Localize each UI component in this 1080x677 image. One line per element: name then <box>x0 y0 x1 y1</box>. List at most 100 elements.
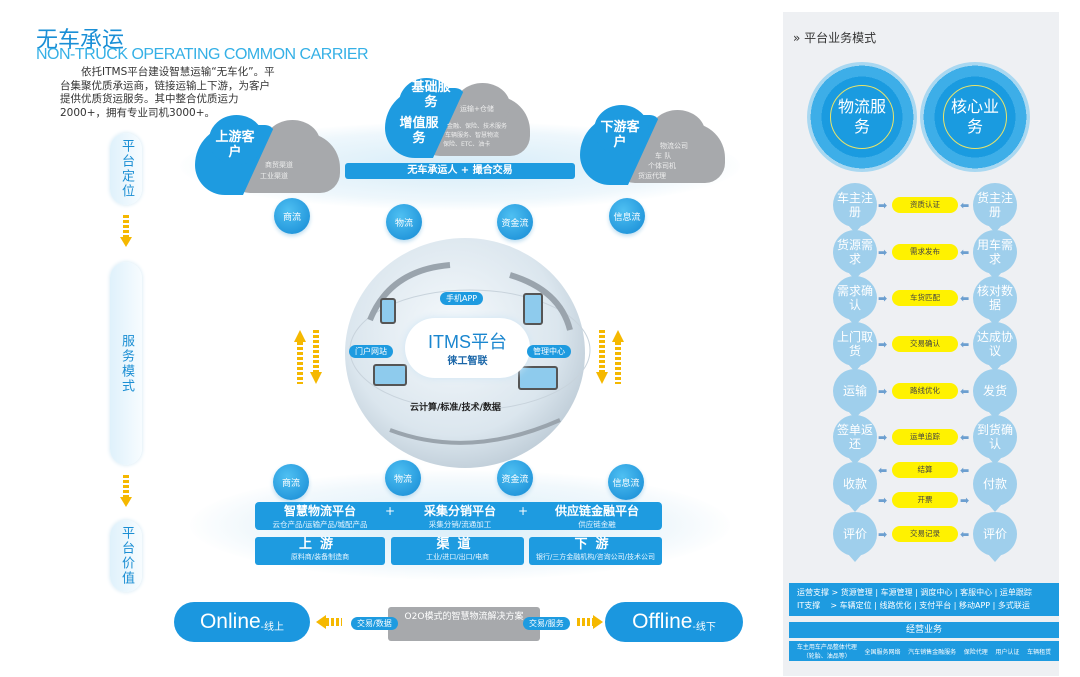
online-cn: -线上 <box>260 621 285 633</box>
flow-node-left: 车主注册 <box>833 183 877 233</box>
support-ops: 运营支撑 > 货源管理 | 车源管理 | 调度中心 | 客服中心 | 运单跟踪 <box>797 588 1032 597</box>
globe-footer: 云计算/标准/技术/数据 <box>410 403 501 413</box>
segment-title: 渠道 <box>436 537 479 552</box>
arrow-icon: ⬅ <box>960 528 970 541</box>
orbit-arrows-icon <box>349 262 591 445</box>
panel-title-text: 平台业务模式 <box>804 31 877 45</box>
segment-sub: 银行/三方金融机构/咨询公司/技术公司 <box>535 553 656 561</box>
business-item: 车主用车产品整体代理（轮胎、油品等） <box>796 644 857 660</box>
page-subtitle: NON-TRUCK OPERATING COMMON CARRIER <box>36 46 369 63</box>
arrow-icon: ➡ <box>878 385 888 398</box>
tag-portal: 门户网站 <box>349 345 393 358</box>
flow-step-pill: 车货匹配 <box>892 290 958 306</box>
arrow-icon: ➡ <box>878 494 888 507</box>
business-title: 经营业务 <box>789 622 1059 638</box>
business-row: 车主用车产品整体代理（轮胎、油品等） 全国服务网络 汽车销售金融服务 保险代理 … <box>789 641 1059 661</box>
plus-sign: + <box>385 504 396 518</box>
flow-circle-info: 信息流 <box>609 198 645 234</box>
flow-circle-capital: 资金流 <box>497 204 533 240</box>
circle-label: 物流服务 <box>830 85 894 149</box>
double-chevron-icon: » <box>793 31 805 45</box>
segment-upstream: 上游原料商/装备制造商 <box>255 537 385 565</box>
segment-title: 上游 <box>298 537 341 552</box>
downstream-cloud: 下游客户 物流公司 车 队 个体司机 货运代理 <box>580 105 730 185</box>
left-arrow-icon <box>316 615 342 629</box>
up-down-arrow-icon <box>596 330 626 384</box>
platform-finance: 供应链金融平台 <box>554 504 639 518</box>
downstream-detail: 个体司机 <box>648 162 676 170</box>
page-title: 无车承运 <box>36 28 125 53</box>
business-item: 汽车销售金融服务 <box>908 648 957 656</box>
flow-node-right: 货主注册 <box>973 183 1017 233</box>
arrow-icon: ➡ <box>878 292 888 305</box>
tag-mobile-app: 手机APP <box>440 292 484 305</box>
services-cloud: 基础服务 增值服务 运输+仓储 金融、保险、技术服务 车辆服务、智慧物流 保险、… <box>385 78 535 158</box>
online-label: Online <box>199 610 261 633</box>
upstream-detail-1: 商贸渠道 <box>265 161 293 169</box>
platform-logistics-sub: 云仓产品/运输产品/城配产品 <box>272 520 368 529</box>
arrow-icon: ➡ <box>878 431 888 444</box>
flow-step-pill: 路线优化 <box>892 383 958 399</box>
tablet-icon <box>523 293 543 325</box>
arrow-icon: ➡ <box>878 246 888 259</box>
arrow-icon: ⬅ <box>960 338 970 351</box>
arrow-icon: ⬅ <box>960 246 970 259</box>
business-item: 车辆租赁 <box>1027 648 1052 656</box>
intro-text: 依托ITMS平台建设智慧运输“无车化”。平台集聚优质承运商，链接运输上下游，为客… <box>60 66 275 119</box>
arrow-icon: ⬅ <box>878 464 888 477</box>
flow-circle-capital: 资金流 <box>497 460 533 496</box>
circle-label: 核心业务 <box>943 85 1007 149</box>
flow-circle-commerce: 商流 <box>274 198 310 234</box>
arrow-icon: ➡ <box>878 338 888 351</box>
flow-circle-logistics: 物流 <box>386 204 422 240</box>
flow-node-left: 上门取货 <box>833 322 877 372</box>
basic-service-label: 基础服务 <box>411 80 451 110</box>
down-arrow-icon <box>120 215 132 249</box>
flow-circle-commerce: 商流 <box>273 464 309 500</box>
arrow-icon: ⬅ <box>960 464 970 477</box>
arrow-icon: ➡ <box>960 494 970 507</box>
flow-step-pill: 结算 <box>892 462 958 478</box>
platform-logistics: 智慧物流平台 <box>283 504 356 518</box>
segment-sub: 工业/进口/出口/电商 <box>425 553 490 561</box>
o2o-box: O2O模式的智慧物流解决方案 <box>388 607 540 641</box>
value-detail-2: 车辆服务、智慧物流 <box>445 132 500 139</box>
flow-node-left: 评价 <box>833 512 877 562</box>
arrow-icon: ➡ <box>878 199 888 212</box>
online-pill: Online-线上 <box>174 602 310 642</box>
offline-label: Offline <box>632 610 693 633</box>
downstream-detail: 货运代理 <box>638 172 666 180</box>
business-item: 全国服务网络 <box>864 648 901 656</box>
plus-sign: + <box>518 504 529 518</box>
arrow-icon: ⬅ <box>960 431 970 444</box>
down-arrow-icon <box>120 475 132 509</box>
logistics-service-circle: 物流服务 <box>807 62 917 172</box>
flow-circle-logistics: 物流 <box>385 460 421 496</box>
carrier-bar: 无车承运人 + 撮合交易 <box>345 163 575 179</box>
flow-circle-info: 信息流 <box>608 464 644 500</box>
support-box: 运营支撑 > 货源管理 | 车源管理 | 调度中心 | 客服中心 | 运单跟踪 … <box>789 583 1059 616</box>
flow-step-pill: 资质认证 <box>892 197 958 213</box>
monitor-icon <box>518 366 558 390</box>
up-down-arrow-icon <box>294 330 324 384</box>
arrow-icon: ⬅ <box>960 199 970 212</box>
flow-node-left: 运输 <box>833 369 877 419</box>
flow-step-pill: 运单追踪 <box>892 429 958 445</box>
upstream-detail-2: 工业渠道 <box>260 172 288 180</box>
value-service-label: 增值服务 <box>399 116 439 146</box>
support-it: IT支撑 > 车辆定位 | 线路优化 | 支付平台 | 移动APP | 多式联运 <box>797 601 1030 610</box>
downstream-detail: 物流公司 <box>660 142 688 150</box>
flow-node-left: 需求确认 <box>833 276 877 326</box>
value-detail-3: 保险、ETC、油卡 <box>443 141 491 148</box>
tag-trade-service: 交易/服务 <box>523 617 570 630</box>
platform-bar: 智慧物流平台 云仓产品/运输产品/城配产品 + 采集分销平台 采集分销/流通加工… <box>255 502 662 530</box>
upstream-title: 上游客户 <box>215 130 255 160</box>
arrow-icon: ➡ <box>878 528 888 541</box>
value-pill: 平台价值 <box>110 520 142 592</box>
itms-title: ITMS平台 <box>428 332 507 352</box>
business-item: 保险代理 <box>963 648 988 656</box>
upstream-cloud: 上游客户 商贸渠道 工业渠道 <box>195 115 345 195</box>
value-detail-1: 金融、保险、技术服务 <box>447 123 508 130</box>
service-mode-pill: 服务模式 <box>110 262 142 465</box>
arrow-icon: ⬅ <box>960 292 970 305</box>
